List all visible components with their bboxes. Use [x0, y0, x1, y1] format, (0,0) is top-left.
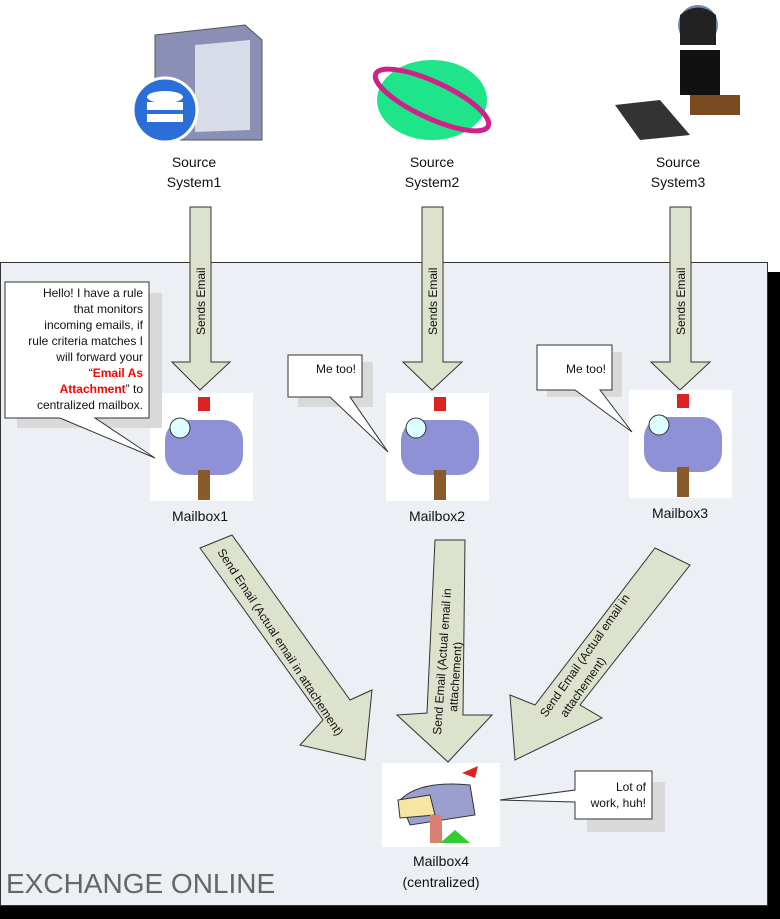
- mailbox4-sublabel: (centralized): [402, 874, 479, 890]
- mailbox3-label: Mailbox3: [652, 505, 708, 521]
- right-shadow: [768, 272, 780, 912]
- email-as-attachment-highlight: Email As: [93, 366, 144, 380]
- svg-text:that monitors: that monitors: [74, 302, 143, 316]
- bottom-shadow: [0, 905, 780, 919]
- sends-email-arrow-1: Sends Email: [170, 206, 232, 391]
- svg-text:Sends Email: Sends Email: [194, 268, 208, 335]
- mailbox4-label: Mailbox4: [413, 853, 469, 869]
- svg-text:attachement): attachement): [446, 641, 465, 712]
- source2-line2: System2: [405, 174, 460, 190]
- svg-text:Me too!: Me too!: [566, 362, 606, 376]
- sends-email-arrow-3: Sends Email: [649, 206, 712, 391]
- server-database-icon: [131, 24, 263, 144]
- svg-text:work, huh!: work, huh!: [590, 796, 646, 810]
- svg-text:Attachment” to: Attachment” to: [60, 382, 144, 396]
- mailbox3-icon: [629, 390, 732, 498]
- svg-text:Me too!: Me too!: [316, 362, 356, 376]
- region-label: EXCHANGE ONLINE: [6, 868, 275, 899]
- svg-text:incoming emails, if: incoming emails, if: [44, 318, 143, 332]
- svg-text:centralized mailbox.: centralized mailbox.: [37, 398, 143, 412]
- svg-text:will forward your: will forward your: [55, 350, 143, 364]
- svg-text:Sends Email: Sends Email: [674, 268, 688, 335]
- svg-text:Hello! I have a rule: Hello! I have a rule: [43, 286, 143, 300]
- source3-line2: System3: [651, 174, 706, 190]
- source3-line1: Source: [656, 154, 701, 170]
- svg-text:Lot of: Lot of: [616, 780, 647, 794]
- forward-arrow-2: Send Email (Actual email in attachement): [395, 539, 494, 763]
- source1-line1: Source: [172, 154, 217, 170]
- mailbox2-icon: [386, 393, 489, 501]
- mailbox4-icon: [382, 763, 500, 847]
- svg-text:Sends Email: Sends Email: [426, 268, 440, 335]
- user-laptop-icon: [615, 5, 740, 140]
- mailbox1-icon: [150, 393, 253, 501]
- speech-bubble-mailbox3: Me too!: [536, 344, 633, 433]
- source2-line1: Source: [410, 154, 455, 170]
- svg-text:rule criteria matches I: rule criteria matches I: [28, 334, 143, 348]
- speech-bubble-mailbox1: Hello! I have a rule that monitors incom…: [4, 281, 162, 459]
- mailbox1-label: Mailbox1: [172, 508, 228, 524]
- speech-bubble-mailbox4: Lot of work, huh!: [499, 770, 665, 832]
- globe-icon: [372, 60, 492, 140]
- svg-text:“Email As: “Email As: [89, 366, 144, 380]
- mailbox2-label: Mailbox2: [409, 508, 465, 524]
- sends-email-arrow-2: Sends Email: [401, 206, 464, 391]
- source1-line2: System1: [167, 174, 222, 190]
- speech-bubble-mailbox2: Me too!: [287, 354, 389, 453]
